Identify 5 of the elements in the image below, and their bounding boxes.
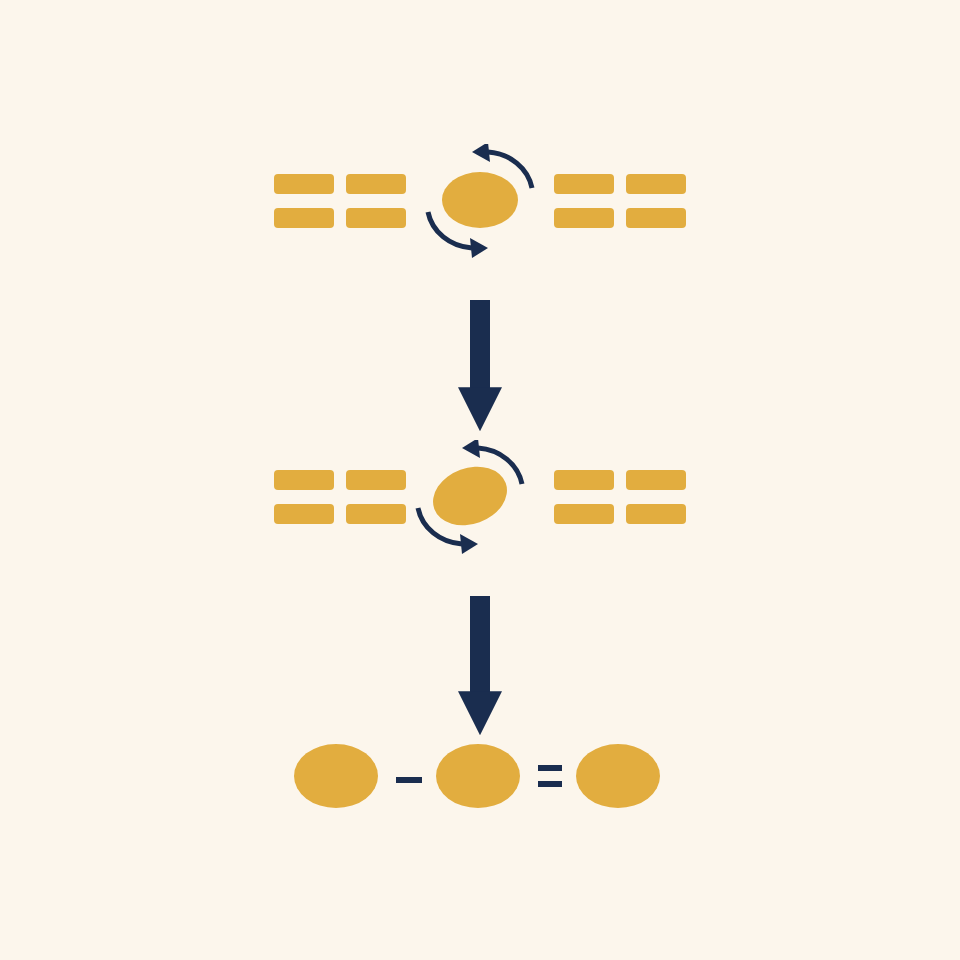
connector-line	[396, 777, 422, 783]
arrow	[458, 300, 502, 432]
connector-line	[538, 781, 562, 787]
arrow	[458, 596, 502, 736]
connector-line	[538, 765, 562, 771]
